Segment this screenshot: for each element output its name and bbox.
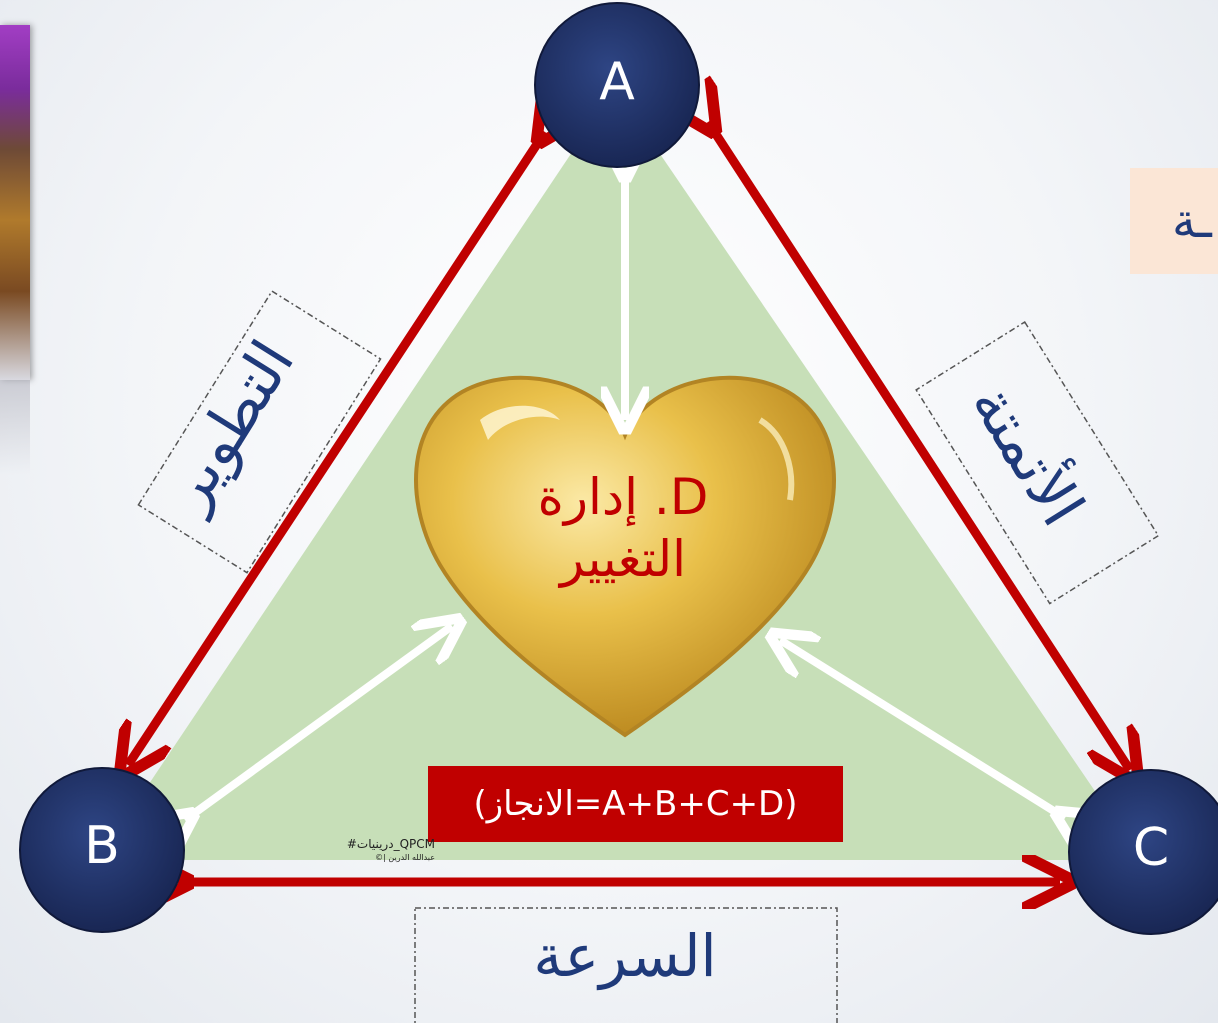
- node-b-circle: [19, 767, 185, 933]
- center-label-line1: D. إدارة: [537, 468, 709, 526]
- side-image-thumbnail: [0, 25, 30, 380]
- watermark-tag: #درينيات_QPCM: [346, 837, 435, 851]
- side-image-reflection: [0, 380, 30, 475]
- node-c-label: C: [1132, 818, 1170, 878]
- side-label-bottom: السرعة: [533, 922, 717, 990]
- center-label: D. إدارة التغيير: [470, 466, 776, 590]
- node-c-circle: [1068, 769, 1218, 935]
- watermark-credit: ©| عبدالله الدرين: [375, 853, 435, 862]
- center-label-line2: التغيير: [559, 530, 687, 588]
- result-formula-box: (الانجاز=A+B+C+D): [428, 766, 843, 842]
- node-a-circle: [534, 2, 700, 168]
- arrow-c-d: [780, 640, 1065, 818]
- watermark: #درينيات_QPCM ©| عبدالله الدرين: [305, 838, 435, 864]
- node-a-label: A: [599, 52, 635, 112]
- heart-shape: [414, 375, 836, 738]
- node-b-label: B: [84, 816, 120, 876]
- arrow-b-d: [185, 626, 452, 820]
